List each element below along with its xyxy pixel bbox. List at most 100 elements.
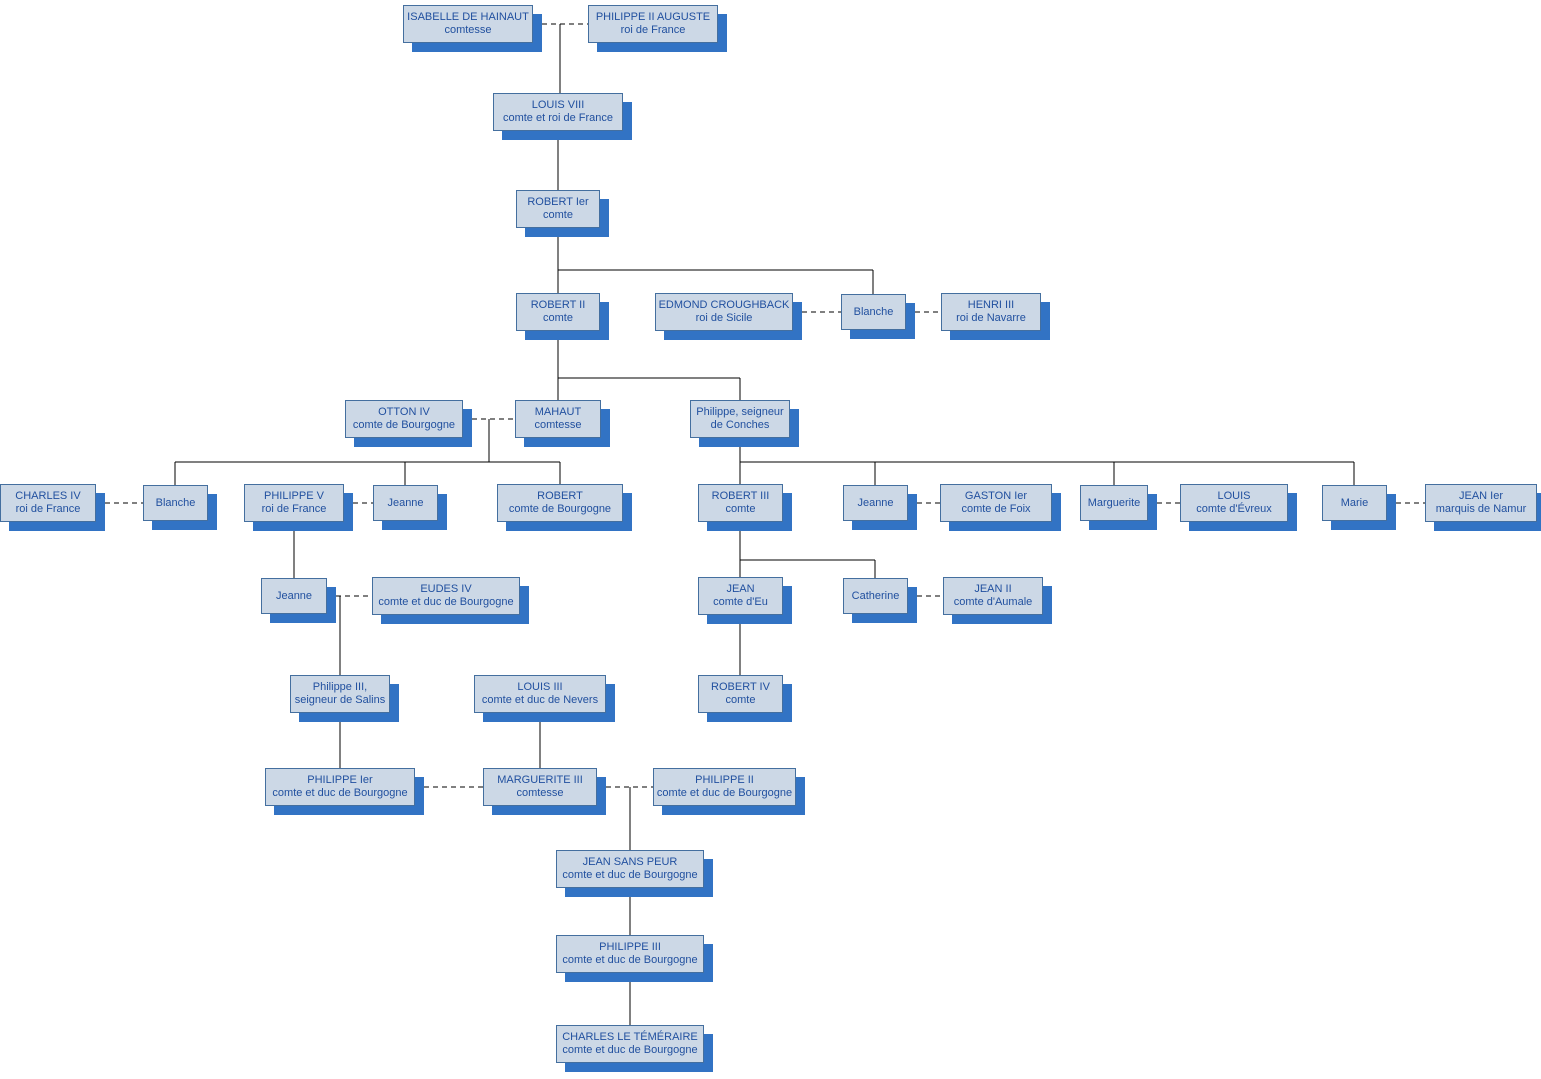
person-title: roi de Navarre (956, 312, 1026, 324)
person-node-jeanne3: Jeanne (261, 578, 327, 614)
person-name: LOUIS III (517, 681, 563, 693)
person-name: ROBERT IV (711, 681, 770, 693)
person-title: seigneur de Salins (294, 694, 386, 706)
person-node-blanche1: Blanche (841, 294, 906, 330)
person-name: Catherine (851, 589, 900, 602)
person-title: comtesse (444, 24, 492, 36)
person-name: JEAN SANS PEUR (582, 856, 678, 868)
person-name: ISABELLE DE HAINAUT (407, 11, 529, 23)
person-title: comte d'Aumale (953, 596, 1033, 608)
person-name: JEAN Ier (1458, 490, 1503, 502)
person-name: Marguerite (1087, 496, 1141, 509)
person-title: comte et duc de Bourgogne (562, 1044, 698, 1056)
person-title: comte (725, 694, 756, 706)
person-name: Philippe, seigneur (696, 406, 784, 418)
person-title: comte et duc de Bourgogne (272, 787, 408, 799)
person-name: ROBERT Ier (527, 196, 589, 208)
person-name: JEAN II (974, 583, 1012, 595)
person-title: roi de Sicile (695, 312, 753, 324)
person-name: OTTON IV (378, 406, 430, 418)
person-node-philippe3salins: Philippe III,seigneur de Salins (290, 675, 390, 713)
person-title: comtesse (534, 419, 582, 431)
person-node-blanche2: Blanche (143, 485, 208, 521)
person-node-jeanne1: Jeanne (373, 485, 438, 521)
person-title: comte de Bourgogne (352, 419, 456, 431)
person-name: PHILIPPE III (599, 941, 661, 953)
person-name: Philippe III, (312, 681, 368, 693)
person-name: PHILIPPE II AUGUSTE (595, 11, 711, 23)
person-name: PHILIPPE V (264, 490, 324, 502)
person-name: GASTON Ier (964, 490, 1028, 502)
person-node-marie: Marie (1322, 485, 1387, 521)
person-title: comte de Foix (961, 503, 1031, 515)
person-name: EUDES IV (420, 583, 472, 595)
person-title: comte d'Eu (713, 596, 768, 608)
person-name: MAHAUT (534, 406, 582, 418)
person-title: comte (543, 209, 573, 221)
person-title: comte et duc de Bourgogne (562, 954, 698, 966)
person-title: comtesse (516, 787, 564, 799)
person-name: PHILIPPE Ier (307, 774, 373, 786)
person-node-catherine: Catherine (843, 578, 908, 614)
person-name: LOUIS VIII (531, 99, 585, 111)
person-name: MARGUERITE III (497, 774, 583, 786)
person-node-jeanne2: Jeanne (843, 485, 908, 521)
person-name: CHARLES IV (15, 490, 81, 502)
person-name: JEAN (726, 583, 755, 595)
person-name: PHILIPPE II (695, 774, 754, 786)
person-name: HENRI III (967, 299, 1015, 311)
person-title: roi de France (15, 503, 81, 515)
person-title: comte et duc de Bourgogne (656, 787, 793, 799)
person-name: ROBERT II (530, 299, 586, 311)
person-node-marguerite1: Marguerite (1080, 485, 1148, 521)
person-name: ROBERT III (711, 490, 770, 502)
person-title: comte et duc de Bourgogne (562, 869, 698, 881)
person-title: comte de Bourgogne (508, 503, 612, 515)
person-name: Blanche (853, 305, 894, 318)
person-title: roi de France (620, 24, 686, 36)
person-name: Blanche (155, 496, 196, 509)
person-name: LOUIS (1217, 490, 1251, 502)
person-title: comte et duc de Bourgogne (378, 596, 514, 608)
person-name: Jeanne (275, 589, 313, 602)
person-name: ROBERT (537, 490, 583, 502)
person-title: roi de France (261, 503, 327, 515)
person-title: comte (543, 312, 573, 324)
person-name: Jeanne (387, 496, 424, 509)
person-title: comte et duc de Nevers (481, 694, 599, 706)
person-name: EDMOND CROUGHBACK (658, 299, 790, 311)
person-title: de Conches (710, 419, 770, 431)
person-title: comte et roi de France (502, 112, 614, 124)
person-name: CHARLES LE TÉMÉRAIRE (562, 1031, 698, 1043)
person-title: comte (725, 503, 756, 515)
